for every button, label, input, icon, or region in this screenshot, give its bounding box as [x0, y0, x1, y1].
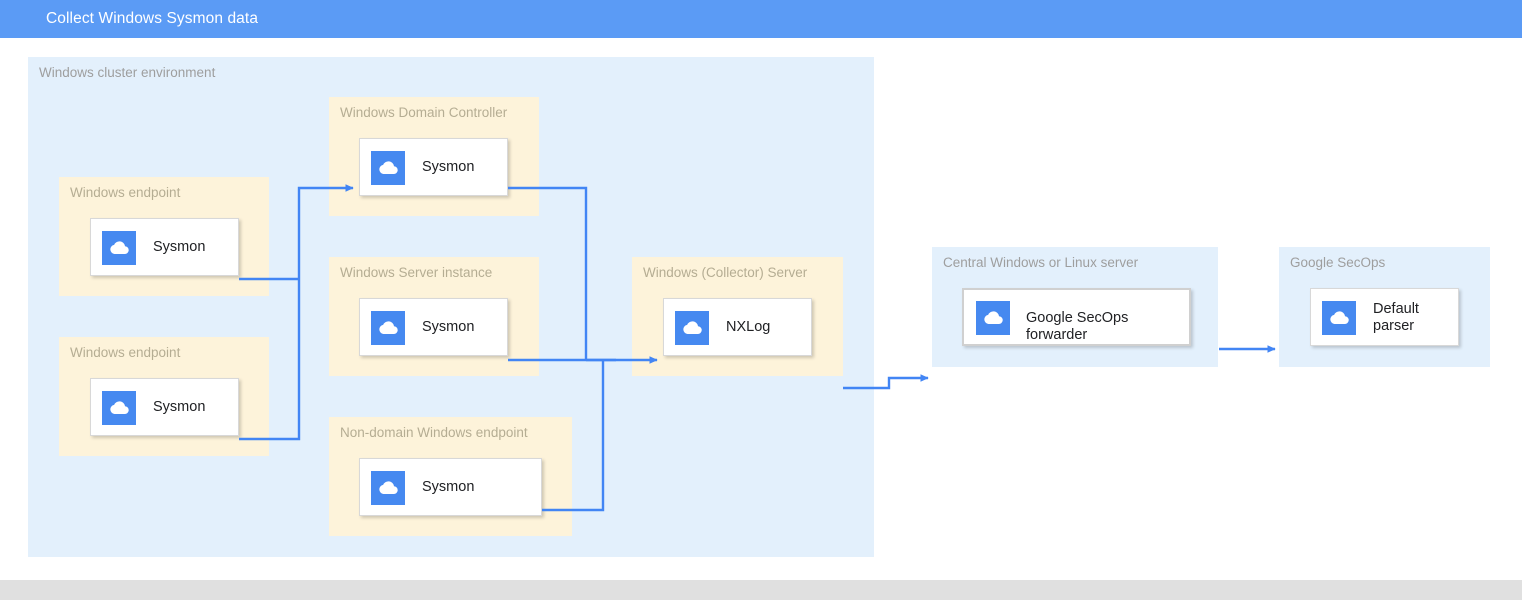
cloud-icon	[371, 311, 405, 345]
cloud-icon	[371, 471, 405, 505]
node-google-secops-forwarder[interactable]: Google SecOps forwarder	[962, 288, 1191, 346]
node-sysmon-non-domain[interactable]: Sysmon	[359, 458, 542, 516]
group-label-windows-domain-controller: Windows Domain Controller	[340, 105, 508, 120]
window-titlebar: Collect Windows Sysmon data	[0, 0, 1522, 38]
node-default-parser[interactable]: Default parser	[1310, 288, 1459, 346]
group-label-windows-server-instance: Windows Server instance	[340, 265, 493, 280]
node-label-sysmon-endpoint-2: Sysmon	[153, 399, 206, 415]
node-label-sysmon-endpoint-1: Sysmon	[153, 239, 206, 255]
node-label-sysmon-server-instance: Sysmon	[422, 319, 475, 335]
group-label-windows-cluster-environment: Windows cluster environment	[39, 65, 216, 80]
group-label-windows-collector-server: Windows (Collector) Server	[643, 265, 808, 280]
node-sysmon-domain-controller[interactable]: Sysmon	[359, 138, 508, 196]
node-label-google-secops-forwarder: Google SecOps forwarder	[1026, 310, 1129, 343]
cloud-icon	[976, 301, 1010, 335]
node-sysmon-server-instance[interactable]: Sysmon	[359, 298, 508, 356]
node-sysmon-endpoint-2[interactable]: Sysmon	[90, 378, 239, 436]
cloud-icon	[675, 311, 709, 345]
node-sysmon-endpoint-1[interactable]: Sysmon	[90, 218, 239, 276]
group-label-windows-endpoint-2: Windows endpoint	[70, 345, 181, 360]
group-label-non-domain-windows-endpoint: Non-domain Windows endpoint	[340, 425, 528, 440]
node-nxlog[interactable]: NXLog	[663, 298, 812, 356]
group-label-windows-endpoint-1: Windows endpoint	[70, 185, 181, 200]
cloud-icon	[371, 151, 405, 185]
cloud-icon	[1322, 301, 1356, 335]
cloud-icon	[102, 231, 136, 265]
node-label-nxlog: NXLog	[726, 319, 771, 335]
node-label-default-parser: Default parser	[1373, 301, 1419, 334]
page-title: Collect Windows Sysmon data	[46, 10, 259, 27]
cloud-icon	[102, 391, 136, 425]
node-label-sysmon-non-domain: Sysmon	[422, 479, 475, 495]
node-label-sysmon-domain-controller: Sysmon	[422, 159, 475, 175]
group-label-google-secops: Google SecOps	[1290, 255, 1386, 270]
footer-bar	[0, 580, 1522, 600]
group-label-central-server: Central Windows or Linux server	[943, 255, 1139, 270]
diagram-canvas: Windows cluster environment Windows endp…	[0, 38, 1522, 574]
